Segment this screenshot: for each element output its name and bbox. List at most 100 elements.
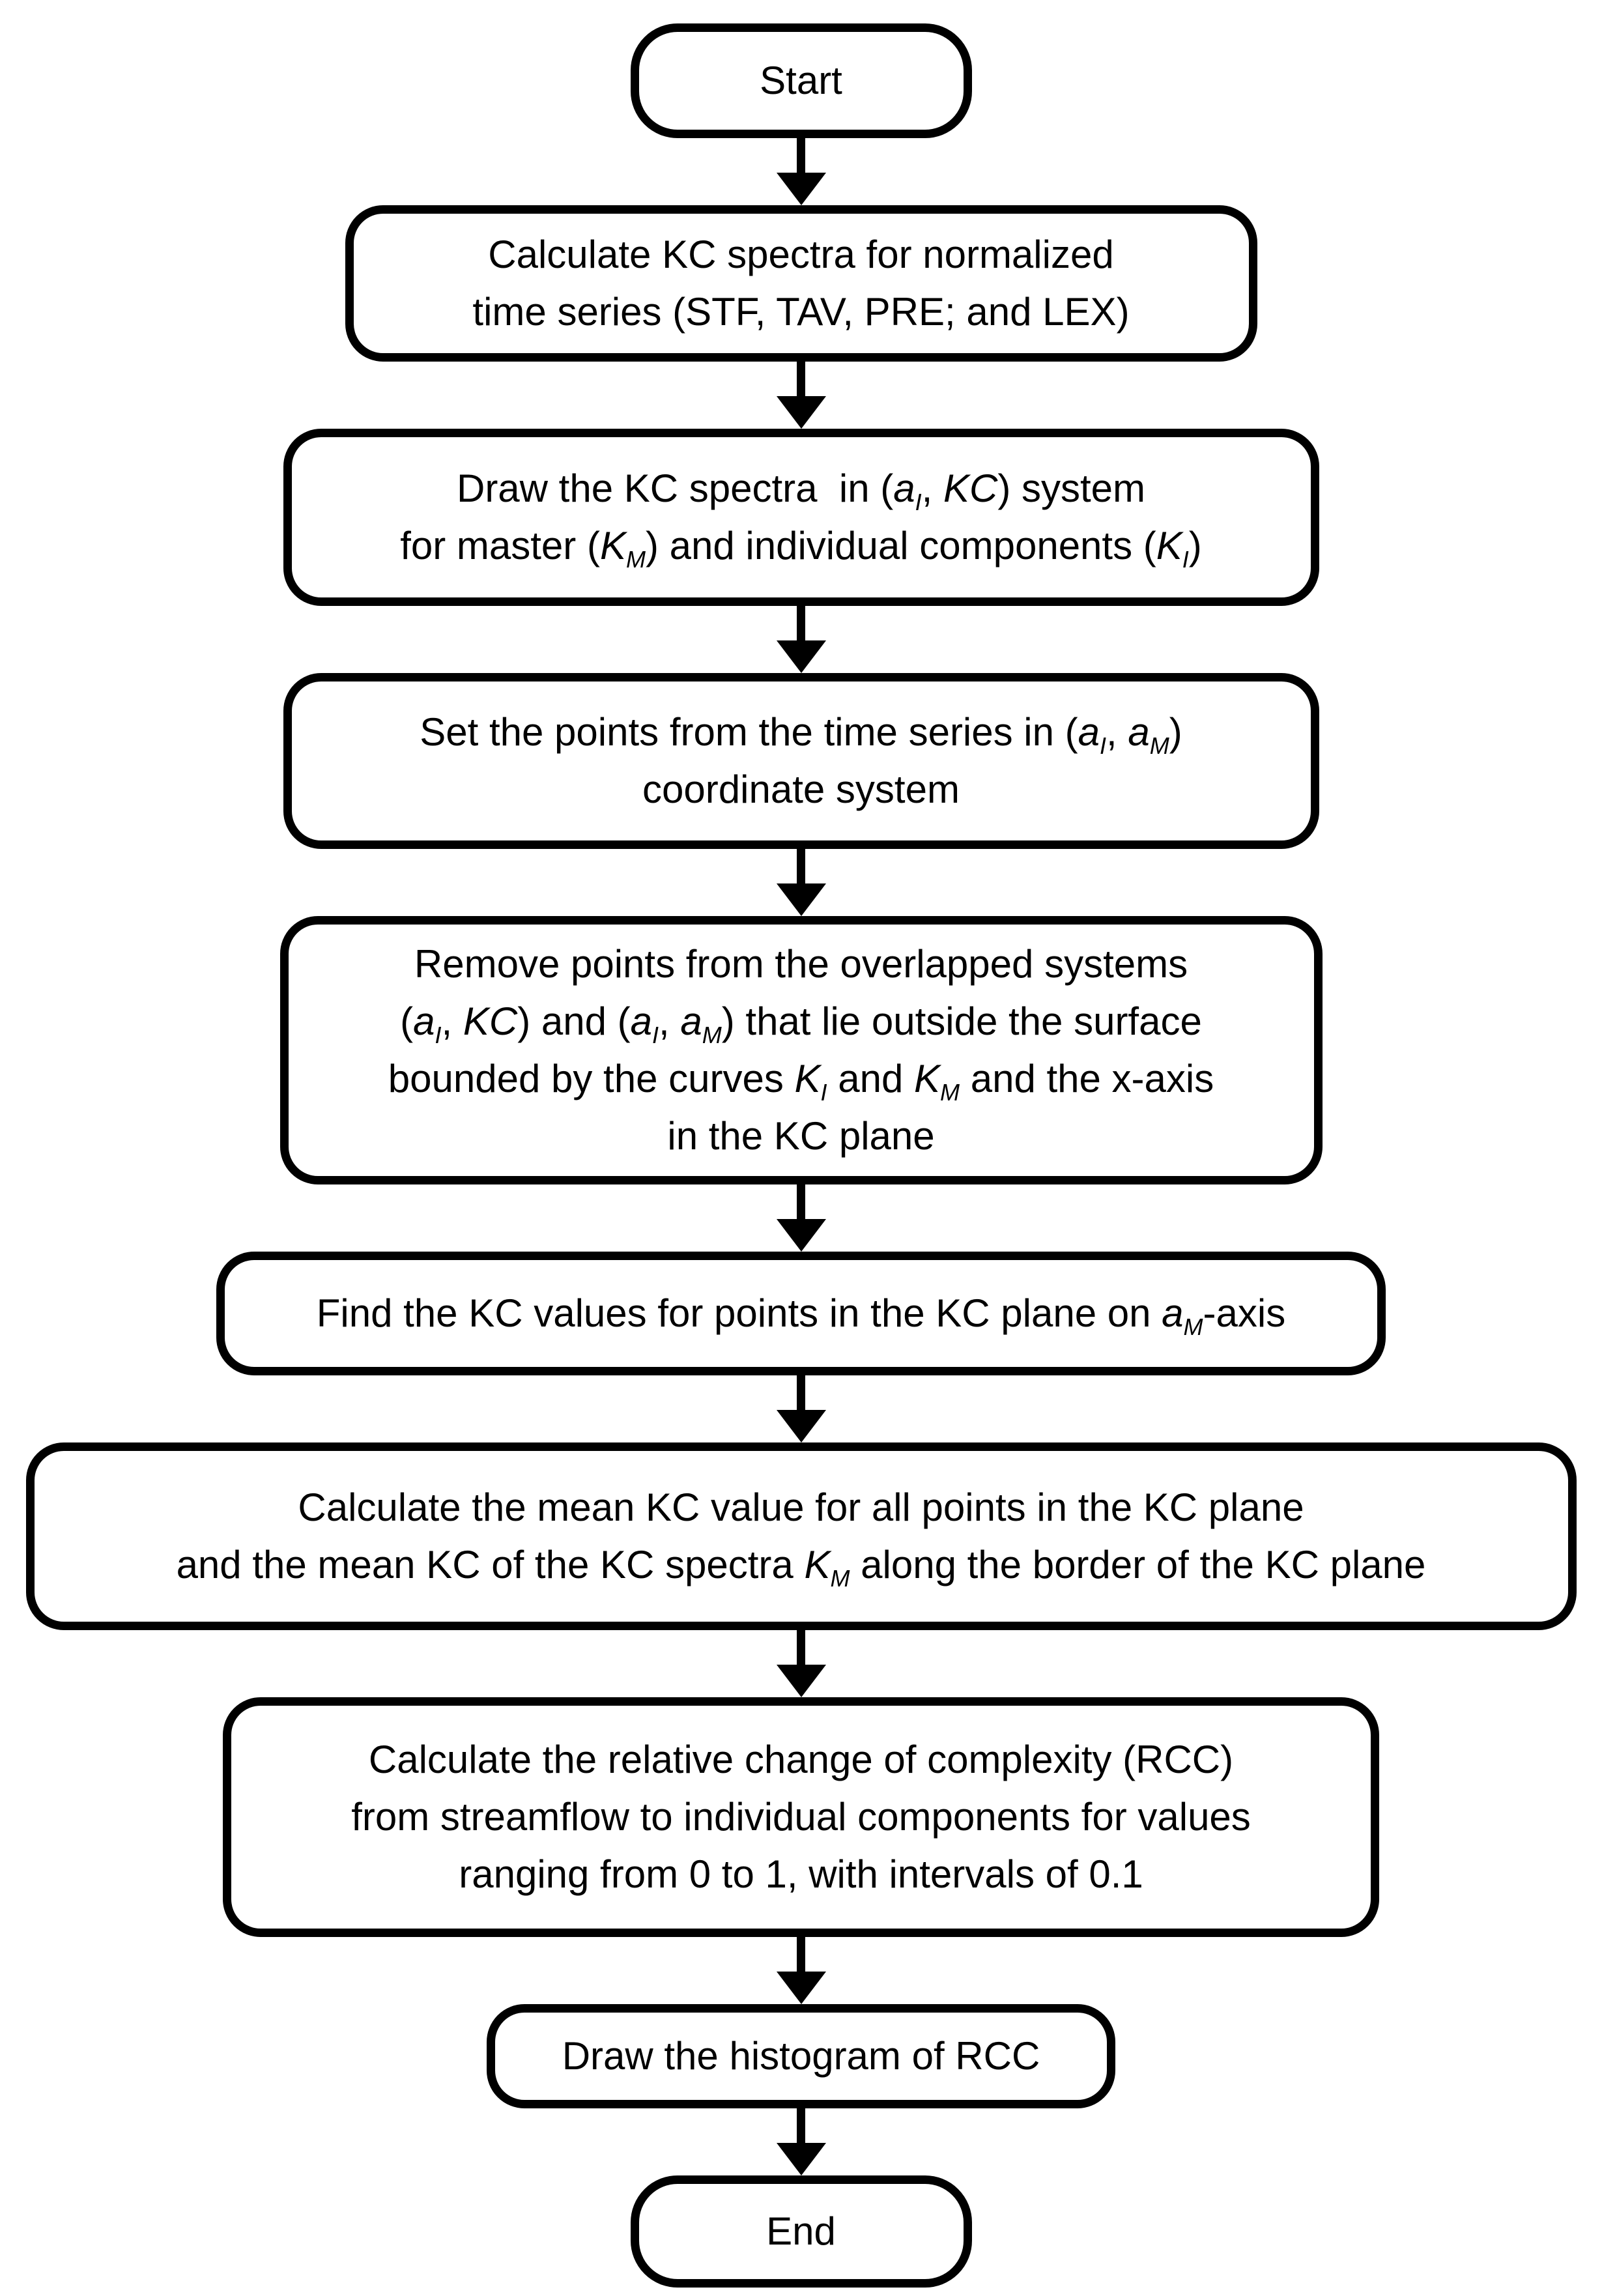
node-text-line: from streamflow to individual components… (351, 1788, 1251, 1846)
text-segment: K (804, 1543, 831, 1586)
arrow-shaft (797, 1937, 805, 1972)
down-arrow (776, 1375, 826, 1442)
text-segment: and the x-axis (960, 1057, 1214, 1100)
text-segment: a (1128, 710, 1150, 754)
text-segment: and (827, 1057, 914, 1100)
arrow-shaft (797, 606, 805, 640)
node-text-line: ranging from 0 to 1, with intervals of 0… (459, 1846, 1143, 1903)
text-segment: M (940, 1079, 960, 1106)
text-segment: Calculate the relative change of complex… (368, 1738, 1234, 1781)
text-segment: K (914, 1057, 941, 1100)
text-segment: ) system (997, 466, 1145, 510)
text-segment: , (441, 999, 463, 1043)
arrow-shaft (797, 849, 805, 883)
arrow-shaft (797, 1375, 805, 1410)
text-segment: ( (400, 999, 414, 1043)
node-text-line: Calculate KC spectra for normalized (488, 226, 1113, 283)
arrow-shaft (797, 1184, 805, 1219)
down-arrow (776, 1630, 826, 1697)
arrow-head-icon (776, 173, 826, 205)
text-segment: I (820, 1079, 827, 1106)
arrow-shaft (797, 1630, 805, 1665)
text-segment: ) and individual components ( (645, 524, 1156, 567)
node-text-line: Find the KC values for points in the KC … (317, 1285, 1285, 1342)
node-text-line: (aI, KC) and (aI, aM) that lie outside t… (400, 993, 1202, 1050)
text-segment: M (830, 1565, 850, 1592)
text-segment: Start (760, 59, 842, 102)
text-segment: I (652, 1022, 659, 1048)
text-segment: ) (1188, 524, 1202, 567)
text-segment: ranging from 0 to 1, with intervals of 0… (459, 1852, 1143, 1896)
flow-node-set-points: Set the points from the time series in (… (283, 673, 1319, 849)
text-segment: M (625, 546, 646, 573)
down-arrow (776, 1937, 826, 2004)
text-segment: KC (943, 466, 998, 510)
node-text-line: bounded by the curves KI and KM and the … (388, 1050, 1214, 1108)
text-segment: coordinate system (642, 768, 960, 811)
text-segment: a (1078, 710, 1100, 754)
text-segment: for master ( (400, 524, 600, 567)
text-segment: a (630, 999, 653, 1043)
text-segment: Remove points from the overlapped system… (414, 942, 1188, 986)
flow-node-start: Start (630, 23, 972, 138)
arrow-head-icon (776, 1410, 826, 1442)
text-segment: , (659, 999, 681, 1043)
node-text-line: Draw the KC spectra in (aI, KC) system (457, 460, 1145, 517)
arrow-head-icon (776, 1219, 826, 1252)
arrow-head-icon (776, 640, 826, 673)
text-segment: a (413, 999, 435, 1043)
down-arrow (776, 1184, 826, 1252)
text-segment: Calculate KC spectra for normalized (488, 233, 1114, 276)
text-segment: ) and ( (517, 999, 631, 1043)
text-segment: along the border of the KC plane (850, 1543, 1426, 1586)
text-segment: a (1162, 1291, 1184, 1335)
text-segment: a (893, 466, 915, 510)
text-segment: I (1100, 732, 1107, 759)
node-text-line: Start (760, 52, 842, 109)
text-segment: KC (463, 999, 518, 1043)
node-text-line: for master (KM) and individual component… (400, 517, 1202, 575)
node-text-line: time series (STF, TAV, PRE; and LEX) (472, 283, 1129, 341)
node-text-line: Set the points from the time series in (… (420, 704, 1182, 761)
text-segment: in the KC plane (667, 1114, 935, 1158)
down-arrow (776, 362, 826, 429)
flow-node-find-kc-values: Find the KC values for points in the KC … (216, 1252, 1386, 1375)
arrow-shaft (797, 138, 805, 173)
text-segment: , (921, 466, 943, 510)
down-arrow (776, 138, 826, 205)
text-segment: Calculate the mean KC value for all poin… (298, 1485, 1304, 1529)
flow-node-end: End (630, 2175, 972, 2288)
text-segment: a (680, 999, 702, 1043)
arrow-head-icon (776, 2143, 826, 2175)
text-segment: M (1149, 732, 1169, 759)
flow-node-remove-points: Remove points from the overlapped system… (279, 916, 1323, 1184)
text-segment: time series (STF, TAV, PRE; and LEX) (472, 290, 1130, 334)
down-arrow (776, 849, 826, 916)
node-text-line: Calculate the mean KC value for all poin… (298, 1479, 1304, 1536)
text-segment: M (702, 1022, 722, 1048)
text-segment: bounded by the curves (388, 1057, 795, 1100)
arrow-head-icon (776, 1665, 826, 1697)
text-segment: M (1183, 1313, 1203, 1340)
flow-node-calc-mean-kc: Calculate the mean KC value for all poin… (25, 1442, 1577, 1630)
flow-node-draw-histogram: Draw the histogram of RCC (487, 2004, 1115, 2108)
text-segment: ) that lie outside the surface (721, 999, 1202, 1043)
arrow-head-icon (776, 883, 826, 916)
node-text-line: End (766, 2203, 836, 2260)
node-text-line: Draw the histogram of RCC (562, 2028, 1040, 2085)
arrow-shaft (797, 362, 805, 396)
flow-node-calc-rcc: Calculate the relative change of complex… (223, 1697, 1379, 1937)
text-segment: I (915, 489, 922, 515)
text-segment: from streamflow to individual components… (351, 1795, 1251, 1839)
text-segment: -axis (1203, 1291, 1286, 1335)
flow-node-calc-kc-spectra: Calculate KC spectra for normalized time … (345, 205, 1257, 362)
node-text-line: coordinate system (642, 761, 960, 818)
text-segment: K (599, 524, 626, 567)
text-segment: K (794, 1057, 821, 1100)
arrow-head-icon (776, 396, 826, 429)
text-segment: End (766, 2209, 836, 2253)
arrow-shaft (797, 2108, 805, 2143)
